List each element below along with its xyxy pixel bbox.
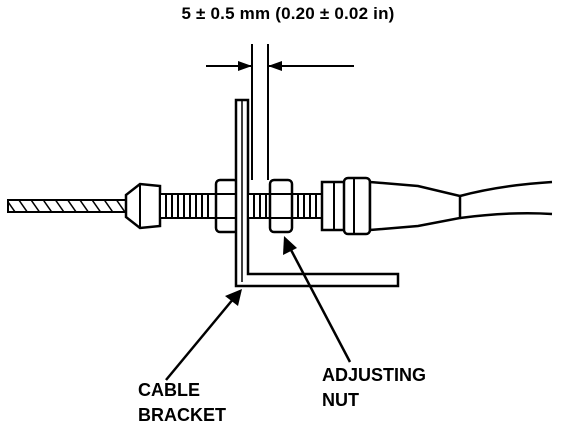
cable-bracket-label-line2: BRACKET [138,405,226,425]
cable-bracket [234,98,400,288]
dimension-lines [206,44,354,180]
leader-adjusting-nut [283,236,352,363]
adjusting-nut-label-line2: NUT [322,390,359,410]
threaded-rod-left [159,193,217,219]
leader-cable-bracket [165,289,242,381]
lock-nut-left [214,178,240,234]
cable-bracket-label-line1: CABLE [138,380,200,400]
adjusting-nut [268,178,294,234]
adjusting-nut-label-line1: ADJUSTING [322,365,427,385]
cable-housing-end [320,176,462,236]
threaded-rod-right [247,193,323,219]
dimension-label: 5 ± 0.5 mm (0.20 ± 0.02 in) [181,4,395,23]
outer-cable [459,180,553,220]
cable-end-ferrule [124,182,162,230]
inner-cable [7,199,127,213]
